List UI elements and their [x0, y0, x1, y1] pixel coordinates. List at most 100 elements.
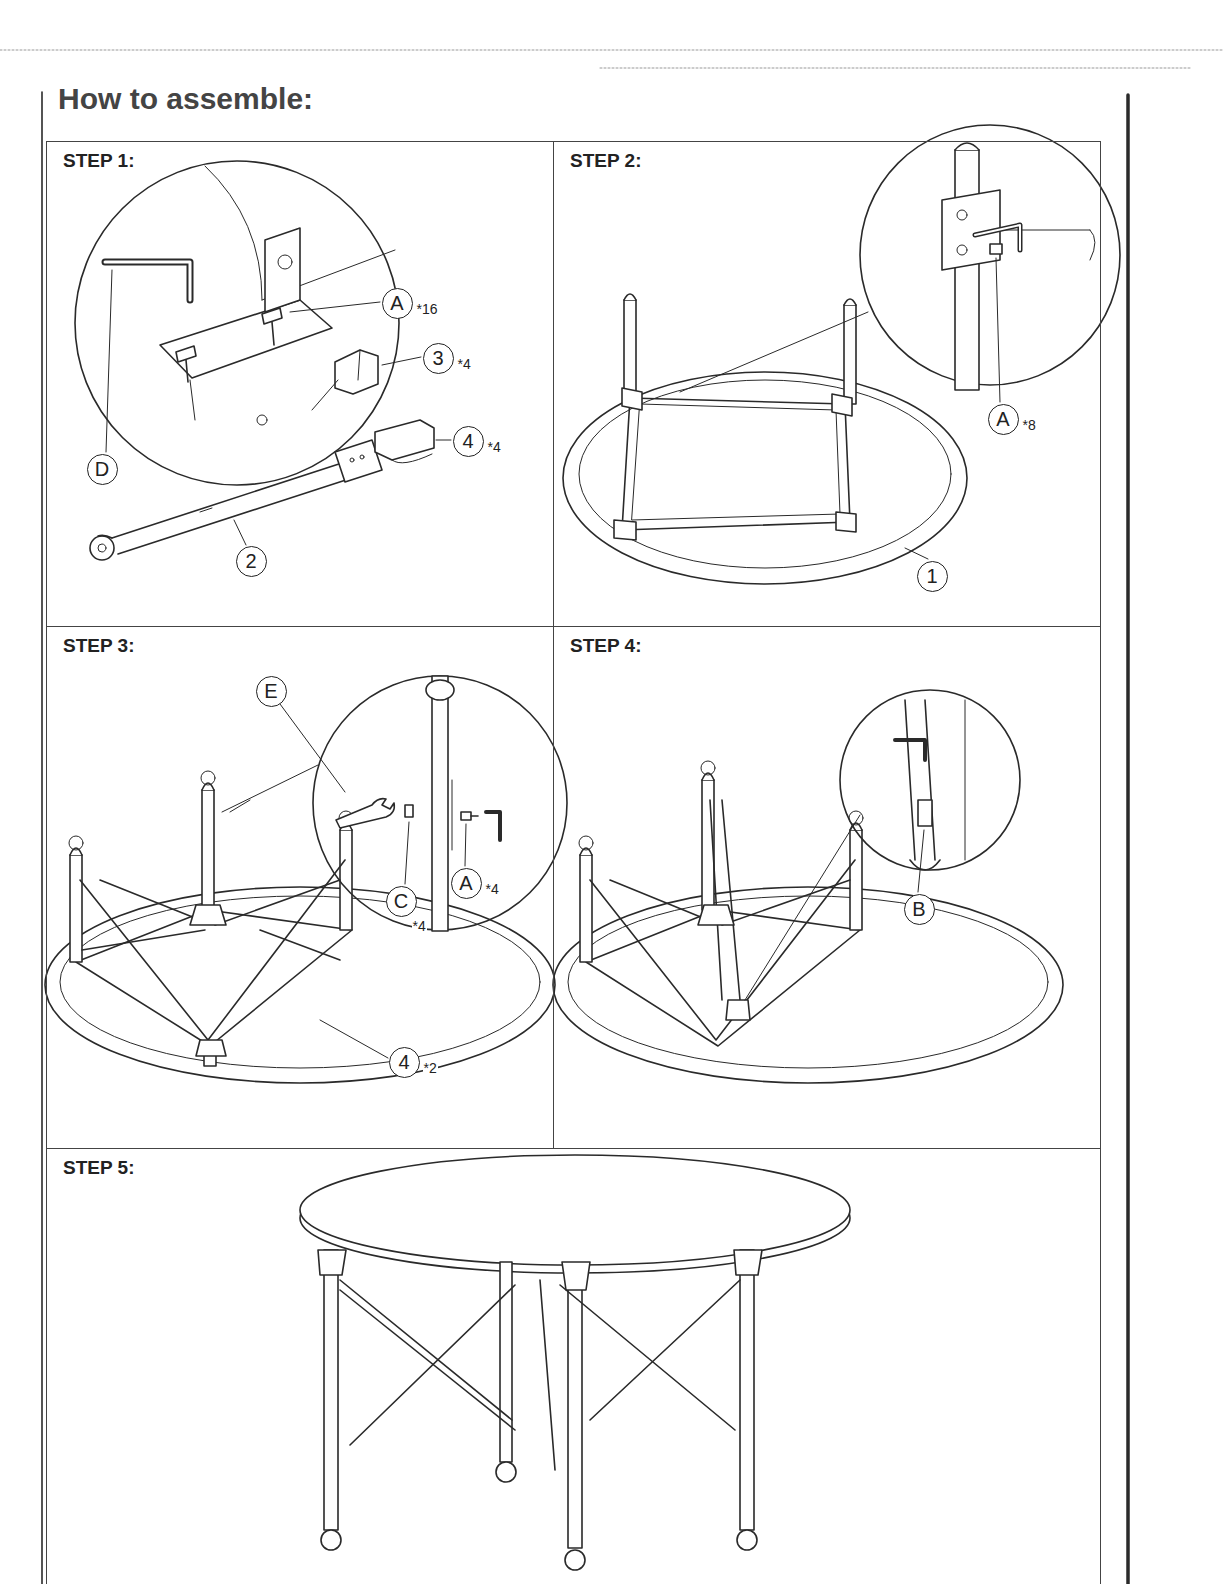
step5-illustration-part — [734, 1250, 762, 1275]
step2-illustration-part — [860, 125, 1120, 385]
step2-illustration — [563, 125, 1120, 584]
step1-illustration-part — [105, 262, 190, 300]
callout-circle: 3*4 — [423, 343, 454, 374]
step4-illustration-part — [910, 860, 940, 870]
step5-illustration-part — [340, 1280, 512, 1420]
step4-illustration-part — [722, 880, 850, 925]
callout-letter: E — [264, 681, 277, 701]
step3-illustration-part — [202, 790, 214, 910]
step4-illustration-part — [698, 905, 734, 925]
step1-illustration-part — [98, 544, 106, 552]
step2-illustration-part — [579, 380, 951, 568]
step4-illustration-part — [722, 800, 740, 1000]
callout-quantity: *4 — [485, 882, 500, 896]
callout-letter: C — [394, 891, 408, 911]
step3-illustration-part — [100, 880, 200, 920]
step2-illustration-part — [614, 520, 636, 540]
step2-illustration-part — [1090, 230, 1095, 260]
callout-circle: 2 — [236, 546, 267, 577]
step1-illustration-part — [382, 357, 421, 365]
step1-illustration-part — [75, 161, 399, 485]
step2-illustration-part — [563, 372, 967, 584]
step3-illustration-part — [320, 1020, 388, 1058]
step-panel: STEP 5: — [46, 1148, 1101, 1584]
step5-illustration-part — [350, 1285, 515, 1445]
step-heading: STEP 5: — [63, 1157, 134, 1179]
step4-illustration-part — [710, 800, 722, 1000]
step5-illustration-part — [500, 1262, 512, 1462]
callout-circle: A*4 — [451, 868, 482, 899]
step1-illustration-part — [265, 228, 300, 312]
step1-illustration-part — [190, 380, 195, 420]
step4-illustration-part — [580, 855, 592, 962]
step4-illustration-part — [610, 880, 708, 920]
step2-illustration-part — [622, 388, 642, 410]
step2-illustration-part — [955, 143, 979, 150]
callout-circle: D — [87, 454, 118, 485]
page-title: How to assemble: — [58, 82, 313, 116]
step2-illustration-part — [836, 512, 856, 532]
step4-illustration-part — [579, 836, 593, 850]
step3-illustration-part — [461, 812, 471, 820]
page-frame-part — [0, 50, 1224, 51]
step3-illustration-part — [80, 860, 345, 1040]
step5-illustration-part — [565, 1550, 585, 1570]
step4-illustration-part — [895, 740, 925, 760]
step5-illustration-part — [562, 1262, 590, 1290]
callout-letter: A — [996, 409, 1009, 429]
callout-circle: A*16 — [382, 288, 413, 319]
step1-illustration-part — [312, 380, 338, 410]
step1-illustration-part — [205, 166, 262, 300]
step3-illustration-part — [426, 680, 454, 700]
callout-circle: 4*2 — [389, 1047, 420, 1078]
callout-circle: A*8 — [988, 404, 1019, 435]
step3-illustration-part — [76, 910, 352, 1046]
step3-illustration-part — [215, 880, 340, 925]
callout-letter: A — [459, 873, 472, 893]
callout-letter: A — [390, 293, 403, 313]
callout-circle: E — [256, 676, 287, 707]
step2-illustration-part — [905, 548, 928, 559]
step-heading: STEP 3: — [63, 635, 134, 657]
step4-illustration-part — [745, 815, 860, 1000]
step5-illustration-part — [737, 1530, 757, 1550]
step3-illustration-part — [405, 805, 413, 817]
step2-illustration-part — [844, 299, 856, 305]
step-panel: STEP 1:A*163*44*4D2 — [46, 141, 554, 627]
step1-illustration-part — [335, 350, 378, 394]
callout-quantity: *8 — [1022, 418, 1037, 432]
step3-illustration-part — [336, 799, 394, 828]
callout-quantity: *4 — [457, 357, 472, 371]
step5-illustration-part — [740, 1250, 754, 1530]
step1-illustration-part — [105, 262, 190, 300]
step3-illustration-part — [452, 780, 453, 850]
step4-illustration-part — [905, 700, 915, 860]
step1-illustration-part — [106, 270, 112, 452]
step2-illustration-part — [996, 258, 1000, 402]
step3-illustration-part — [471, 815, 478, 817]
step3-illustration-part — [190, 905, 226, 925]
step2-illustration-part — [1000, 230, 1090, 231]
step3-illustration — [45, 676, 567, 1083]
step5-illustration-part — [318, 1250, 346, 1275]
step4-illustration-part — [850, 830, 862, 930]
step3-illustration-part — [405, 822, 409, 884]
callout-circle: 1 — [917, 561, 948, 592]
step-heading: STEP 4: — [570, 635, 641, 657]
step2-illustration-part — [955, 150, 979, 390]
step1-illustration-part — [375, 420, 434, 460]
callout-letter: 4 — [462, 431, 473, 451]
step2-illustration-part — [957, 210, 967, 220]
step5-illustration-part — [300, 1155, 850, 1265]
callout-letter: 2 — [245, 551, 256, 571]
callout-letter: B — [912, 899, 925, 919]
step-panel: STEP 2:A*81 — [553, 141, 1101, 627]
step4-illustration-part — [726, 1000, 750, 1020]
step2-illustration-part — [990, 244, 1002, 254]
step2-illustration-part — [957, 245, 967, 255]
step2-illustration-part — [680, 312, 868, 392]
step3-illustration-part — [82, 930, 205, 950]
step3-illustration-part — [230, 800, 250, 812]
